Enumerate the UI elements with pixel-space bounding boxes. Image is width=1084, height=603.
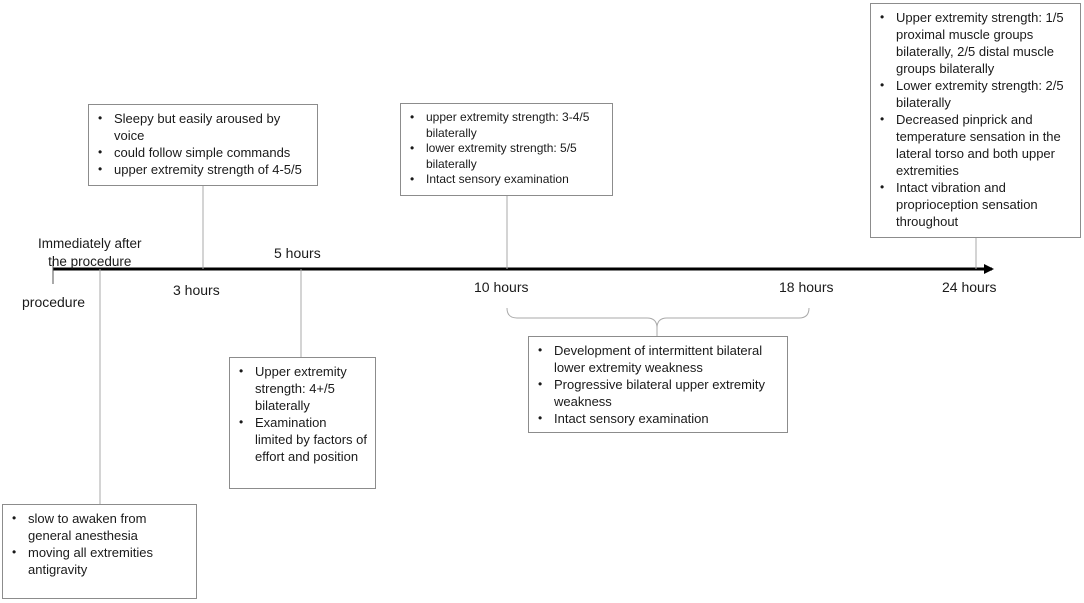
box-10-hours: upper extremity strength: 3-4/5 bilatera…	[400, 103, 613, 196]
list-24-hours: Upper extremity strength: 1/5 proximal m…	[879, 9, 1072, 230]
list-item: Sleepy but easily aroused by voice	[97, 110, 309, 144]
list-item: upper extremity strength of 4-5/5	[97, 161, 309, 178]
box-immediate: slow to awaken from general anesthesia m…	[2, 504, 197, 599]
list-3-hours: Sleepy but easily aroused by voice could…	[97, 110, 309, 178]
box-24-hours: Upper extremity strength: 1/5 proximal m…	[870, 3, 1081, 238]
label-procedure: procedure	[22, 294, 86, 310]
label-24-hours: 24 hours	[942, 279, 997, 295]
list-item: Intact vibration and proprioception sens…	[879, 179, 1072, 230]
list-item: could follow simple commands	[97, 144, 309, 161]
list-item: Upper extremity strength: 1/5 proximal m…	[879, 9, 1072, 77]
label-3-hours: 3 hours	[173, 282, 220, 298]
list-item: Progressive bilateral upper extremity we…	[537, 376, 779, 410]
list-5-hours: Upper extremity strength: 4+/5 bilateral…	[238, 363, 367, 465]
box-5-hours: Upper extremity strength: 4+/5 bilateral…	[229, 357, 376, 489]
label-10-hours: 10 hours	[474, 279, 529, 295]
list-item: Intact sensory examination	[409, 172, 604, 188]
list-item: Intact sensory examination	[537, 410, 779, 427]
label-immediately: Immediately after the procedure	[38, 236, 142, 269]
list-item: lower extremity strength: 5/5 bilaterall…	[409, 141, 604, 172]
label-5-hours: 5 hours	[274, 245, 321, 261]
list-10-18-hours: Development of intermittent bilateral lo…	[537, 342, 779, 427]
list-item: Upper extremity strength: 4+/5 bilateral…	[238, 363, 367, 414]
box-3-hours: Sleepy but easily aroused by voice could…	[88, 104, 318, 186]
list-item: upper extremity strength: 3-4/5 bilatera…	[409, 110, 604, 141]
box-10-18-hours: Development of intermittent bilateral lo…	[528, 336, 788, 433]
list-item: Examination limited by factors of effort…	[238, 414, 367, 465]
list-item: Development of intermittent bilateral lo…	[537, 342, 779, 376]
list-item: slow to awaken from general anesthesia	[11, 510, 188, 544]
list-item: moving all extremities antigravity	[11, 544, 188, 578]
list-10-hours: upper extremity strength: 3-4/5 bilatera…	[409, 110, 604, 188]
list-immediate: slow to awaken from general anesthesia m…	[11, 510, 188, 578]
label-18-hours: 18 hours	[779, 279, 834, 295]
list-item: Lower extremity strength: 2/5 bilaterall…	[879, 77, 1072, 111]
brace-10-18h	[506, 307, 810, 329]
list-item: Decreased pinprick and temperature sensa…	[879, 111, 1072, 179]
